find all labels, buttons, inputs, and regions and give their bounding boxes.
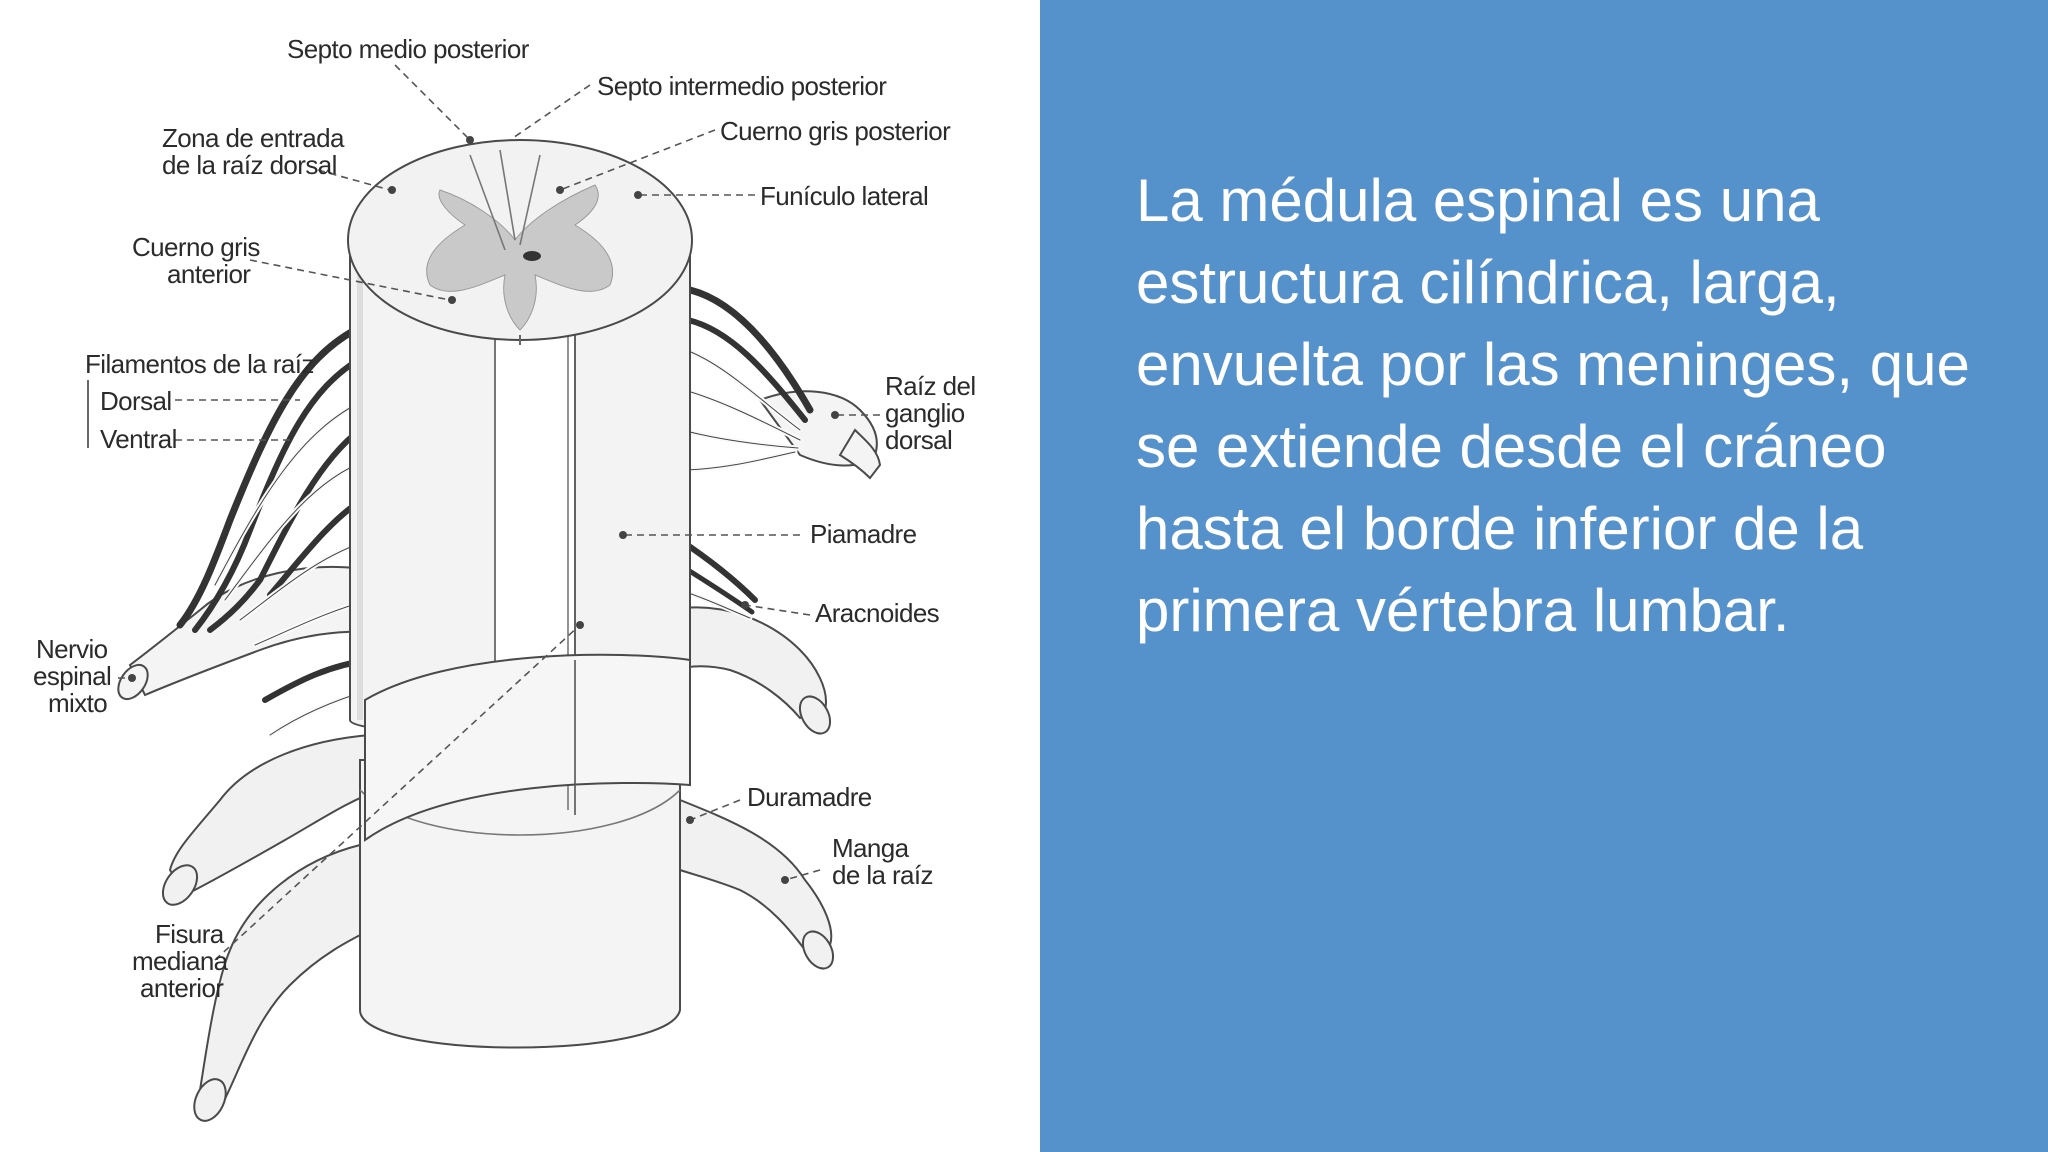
label-fisura-2: mediana [132, 946, 229, 976]
label-cuerno-gris-anterior-1: Cuerno gris [132, 232, 260, 262]
label-dorsal: Dorsal [100, 386, 172, 416]
label-raiz-ganglio-2: ganglio [885, 398, 965, 428]
label-aracnoides: Aracnoides [815, 598, 940, 628]
slide-body-text: La médula espinal es una estructura cilí… [1136, 167, 1970, 644]
label-duramadre: Duramadre [747, 782, 872, 812]
label-nervio-1: Nervio [36, 634, 108, 664]
label-zona-entrada-1: Zona de entrada [162, 123, 345, 153]
label-manga-1: Manga [832, 833, 910, 863]
root-filaments-right [677, 286, 814, 621]
label-fisura-1: Fisura [155, 919, 225, 949]
diagram-labels: Septo medio posterior Septo intermedio p… [33, 34, 976, 1003]
label-ventral: Ventral [100, 424, 177, 454]
cord-cross-section [347, 139, 693, 345]
label-filamentos-raiz: Filamentos de la raíz [85, 349, 314, 379]
label-fisura-3: anterior [140, 973, 224, 1003]
label-cuerno-gris-posterior: Cuerno gris posterior [720, 116, 951, 146]
label-septo-intermedio-posterior: Septo intermedio posterior [597, 71, 887, 101]
label-cuerno-gris-anterior-2: anterior [167, 259, 251, 289]
label-piamadre: Piamadre [810, 519, 917, 549]
spinal-cord-illustration: Septo medio posterior Septo intermedio p… [33, 34, 976, 1122]
label-raiz-ganglio-1: Raíz del [885, 371, 976, 401]
label-zona-entrada-2: de la raíz dorsal [162, 150, 337, 180]
spinal-cord-diagram: Septo medio posterior Septo intermedio p… [33, 34, 977, 1122]
text-panel: La médula espinal es una estructura cilí… [1040, 0, 2048, 1152]
leader-lines [87, 64, 880, 961]
root-filaments-left [176, 326, 373, 738]
label-nervio-2: espinal [33, 661, 111, 691]
arachnoid-band [364, 653, 691, 842]
label-funiculo-lateral: Funículo lateral [760, 181, 928, 211]
label-raiz-ganglio-3: dorsal [885, 425, 952, 455]
label-nervio-3: mixto [48, 688, 107, 718]
label-manga-2: de la raíz [832, 860, 933, 890]
left-upper-sleeve [117, 565, 374, 701]
label-septo-medio-posterior: Septo medio posterior [287, 34, 530, 64]
dorsal-root-ganglion [758, 390, 882, 480]
